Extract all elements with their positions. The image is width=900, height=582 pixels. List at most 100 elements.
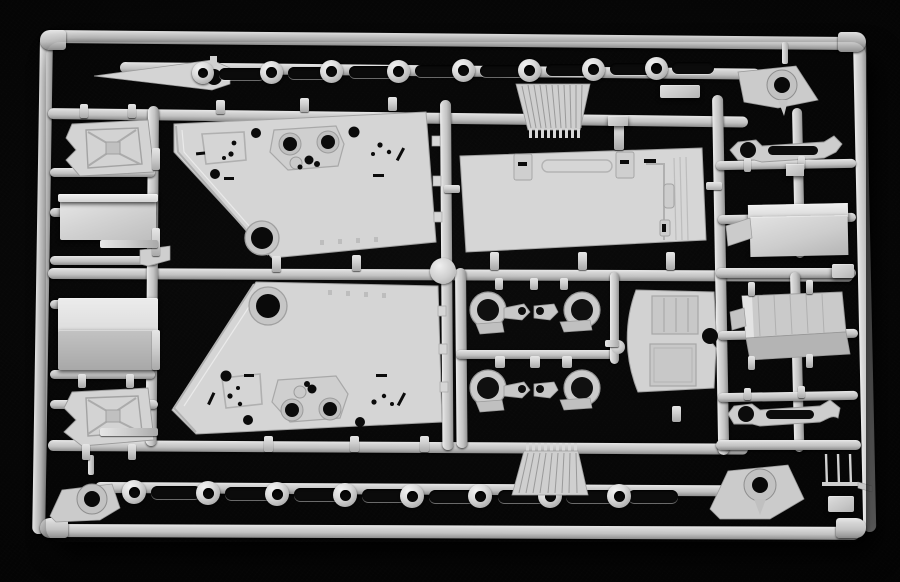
hull-side-plate-upper — [173, 111, 443, 259]
runner-v-torsion-right — [610, 272, 619, 364]
slot-b4 — [362, 489, 412, 502]
stowage-box-lower-top — [58, 298, 158, 334]
stowage-box-upper — [60, 198, 156, 240]
slot-b2 — [225, 487, 275, 500]
final-drive-cover-upper — [65, 119, 155, 177]
runner-h-right-bottom — [716, 440, 861, 450]
engine-deck-plate — [749, 214, 849, 258]
runner-torsion-mid — [456, 350, 616, 359]
eyelet-t1 — [192, 62, 214, 84]
gate-m5 — [100, 428, 158, 436]
rear-top-tab — [608, 116, 628, 126]
gate-m4 — [100, 240, 158, 248]
gate-hull-up-2 — [300, 98, 309, 112]
gate-hull-lo-1 — [264, 436, 273, 452]
gate-tow-up-1 — [744, 158, 751, 172]
gate-idler-bl — [88, 455, 94, 475]
gate-rear-b1 — [490, 252, 499, 270]
gate-louvre-4 — [806, 354, 813, 368]
eyelet-t4 — [387, 60, 410, 83]
slot-t6 — [546, 64, 592, 76]
slot-t8 — [672, 62, 714, 74]
gate-louvre-3 — [748, 356, 755, 370]
slot-b5 — [429, 490, 477, 503]
gate-fd-lo-2 — [126, 374, 134, 388]
hull-side-plate-lower — [171, 281, 449, 435]
runner-h-right-mid — [716, 268, 856, 278]
slot-t1 — [219, 68, 265, 80]
corner-top-left — [40, 30, 66, 50]
gate-fd-up-1 — [80, 104, 88, 118]
gate-hull-up-3 — [388, 97, 397, 111]
slot-b1 — [151, 486, 201, 499]
gate-rear-b3 — [666, 252, 675, 270]
gate-rear-top — [614, 122, 624, 150]
gate-tow-up-2 — [798, 156, 805, 170]
antenna-mast-set — [822, 453, 873, 493]
eyelet-t8 — [645, 57, 668, 80]
slot-t4 — [415, 65, 459, 77]
gate-tow-lo-1 — [744, 388, 751, 400]
eyelet-b6 — [468, 484, 492, 508]
gate-fd-lo-3 — [82, 444, 90, 460]
gate-arm-3 — [560, 278, 568, 290]
eyelet-b4 — [333, 483, 357, 507]
gate-hull-up-1 — [216, 100, 225, 114]
runner-left-cross5 — [50, 370, 155, 379]
gate-fd-up-2 — [128, 104, 136, 118]
gate-arm-6 — [562, 356, 572, 368]
radiator-grille-top — [515, 83, 591, 138]
eyelet-b1 — [122, 480, 146, 504]
gate-rear-right — [706, 182, 722, 190]
radiator-grille-bottom — [511, 443, 589, 496]
gate-m3 — [152, 330, 160, 370]
stowage-box-lower-body — [58, 330, 158, 370]
gate-hull-lo-2 — [350, 436, 359, 452]
rail-tab-top — [660, 85, 700, 98]
hull-rear-panel — [459, 147, 707, 253]
gate-tow-lo-2 — [798, 386, 805, 398]
idler-mount-bottom-left — [49, 483, 121, 523]
gate-hull-up-4 — [272, 256, 281, 272]
curved-fender-plate — [626, 289, 718, 393]
mould-id-disc — [430, 258, 456, 284]
gate-arm-1 — [495, 278, 503, 290]
eyelet-t5 — [452, 59, 475, 82]
runner-left-cross3 — [50, 256, 158, 265]
idler-mount-bottom-right — [709, 464, 805, 520]
corner-mould-tab — [828, 496, 854, 512]
eyelet-t7 — [582, 58, 605, 81]
eyelet-t6 — [518, 59, 541, 82]
corner-top-right — [838, 32, 866, 52]
slot-b8 — [628, 490, 678, 503]
gate-hull-up-5 — [352, 255, 361, 271]
gate-hull-lo-3 — [420, 436, 429, 452]
corner-bottom-right — [836, 518, 866, 538]
eyelet-b8 — [607, 484, 631, 508]
slot-t3 — [349, 66, 395, 78]
final-drive-cover-lower — [63, 387, 155, 447]
eyelet-b5 — [400, 484, 424, 508]
corner-bottom-left — [40, 518, 68, 538]
torsion-arm-c — [469, 369, 601, 413]
gate-m1 — [152, 148, 160, 170]
mid-right-tab — [832, 264, 854, 278]
slot-t7 — [610, 63, 656, 75]
gate-fender — [672, 406, 681, 422]
engine-deck-flange — [725, 217, 753, 247]
idler-mount-top-right — [737, 65, 819, 116]
towing-eye-bar-upper — [729, 135, 843, 163]
stowage-bracket — [139, 245, 171, 267]
torsion-arm-a — [469, 291, 601, 335]
gate-fd-lo-4 — [128, 444, 136, 460]
gate-rear-b2 — [578, 252, 587, 270]
gate-louvre-1 — [748, 282, 755, 296]
eyelet-b3 — [265, 482, 289, 506]
gate-arm-4 — [495, 356, 505, 368]
gate-rear-left — [444, 185, 460, 193]
towing-eye-bar-lower — [727, 399, 841, 427]
eyelet-b2 — [196, 481, 220, 505]
tow-up-tab — [786, 164, 804, 176]
eyelet-t3 — [320, 60, 343, 83]
